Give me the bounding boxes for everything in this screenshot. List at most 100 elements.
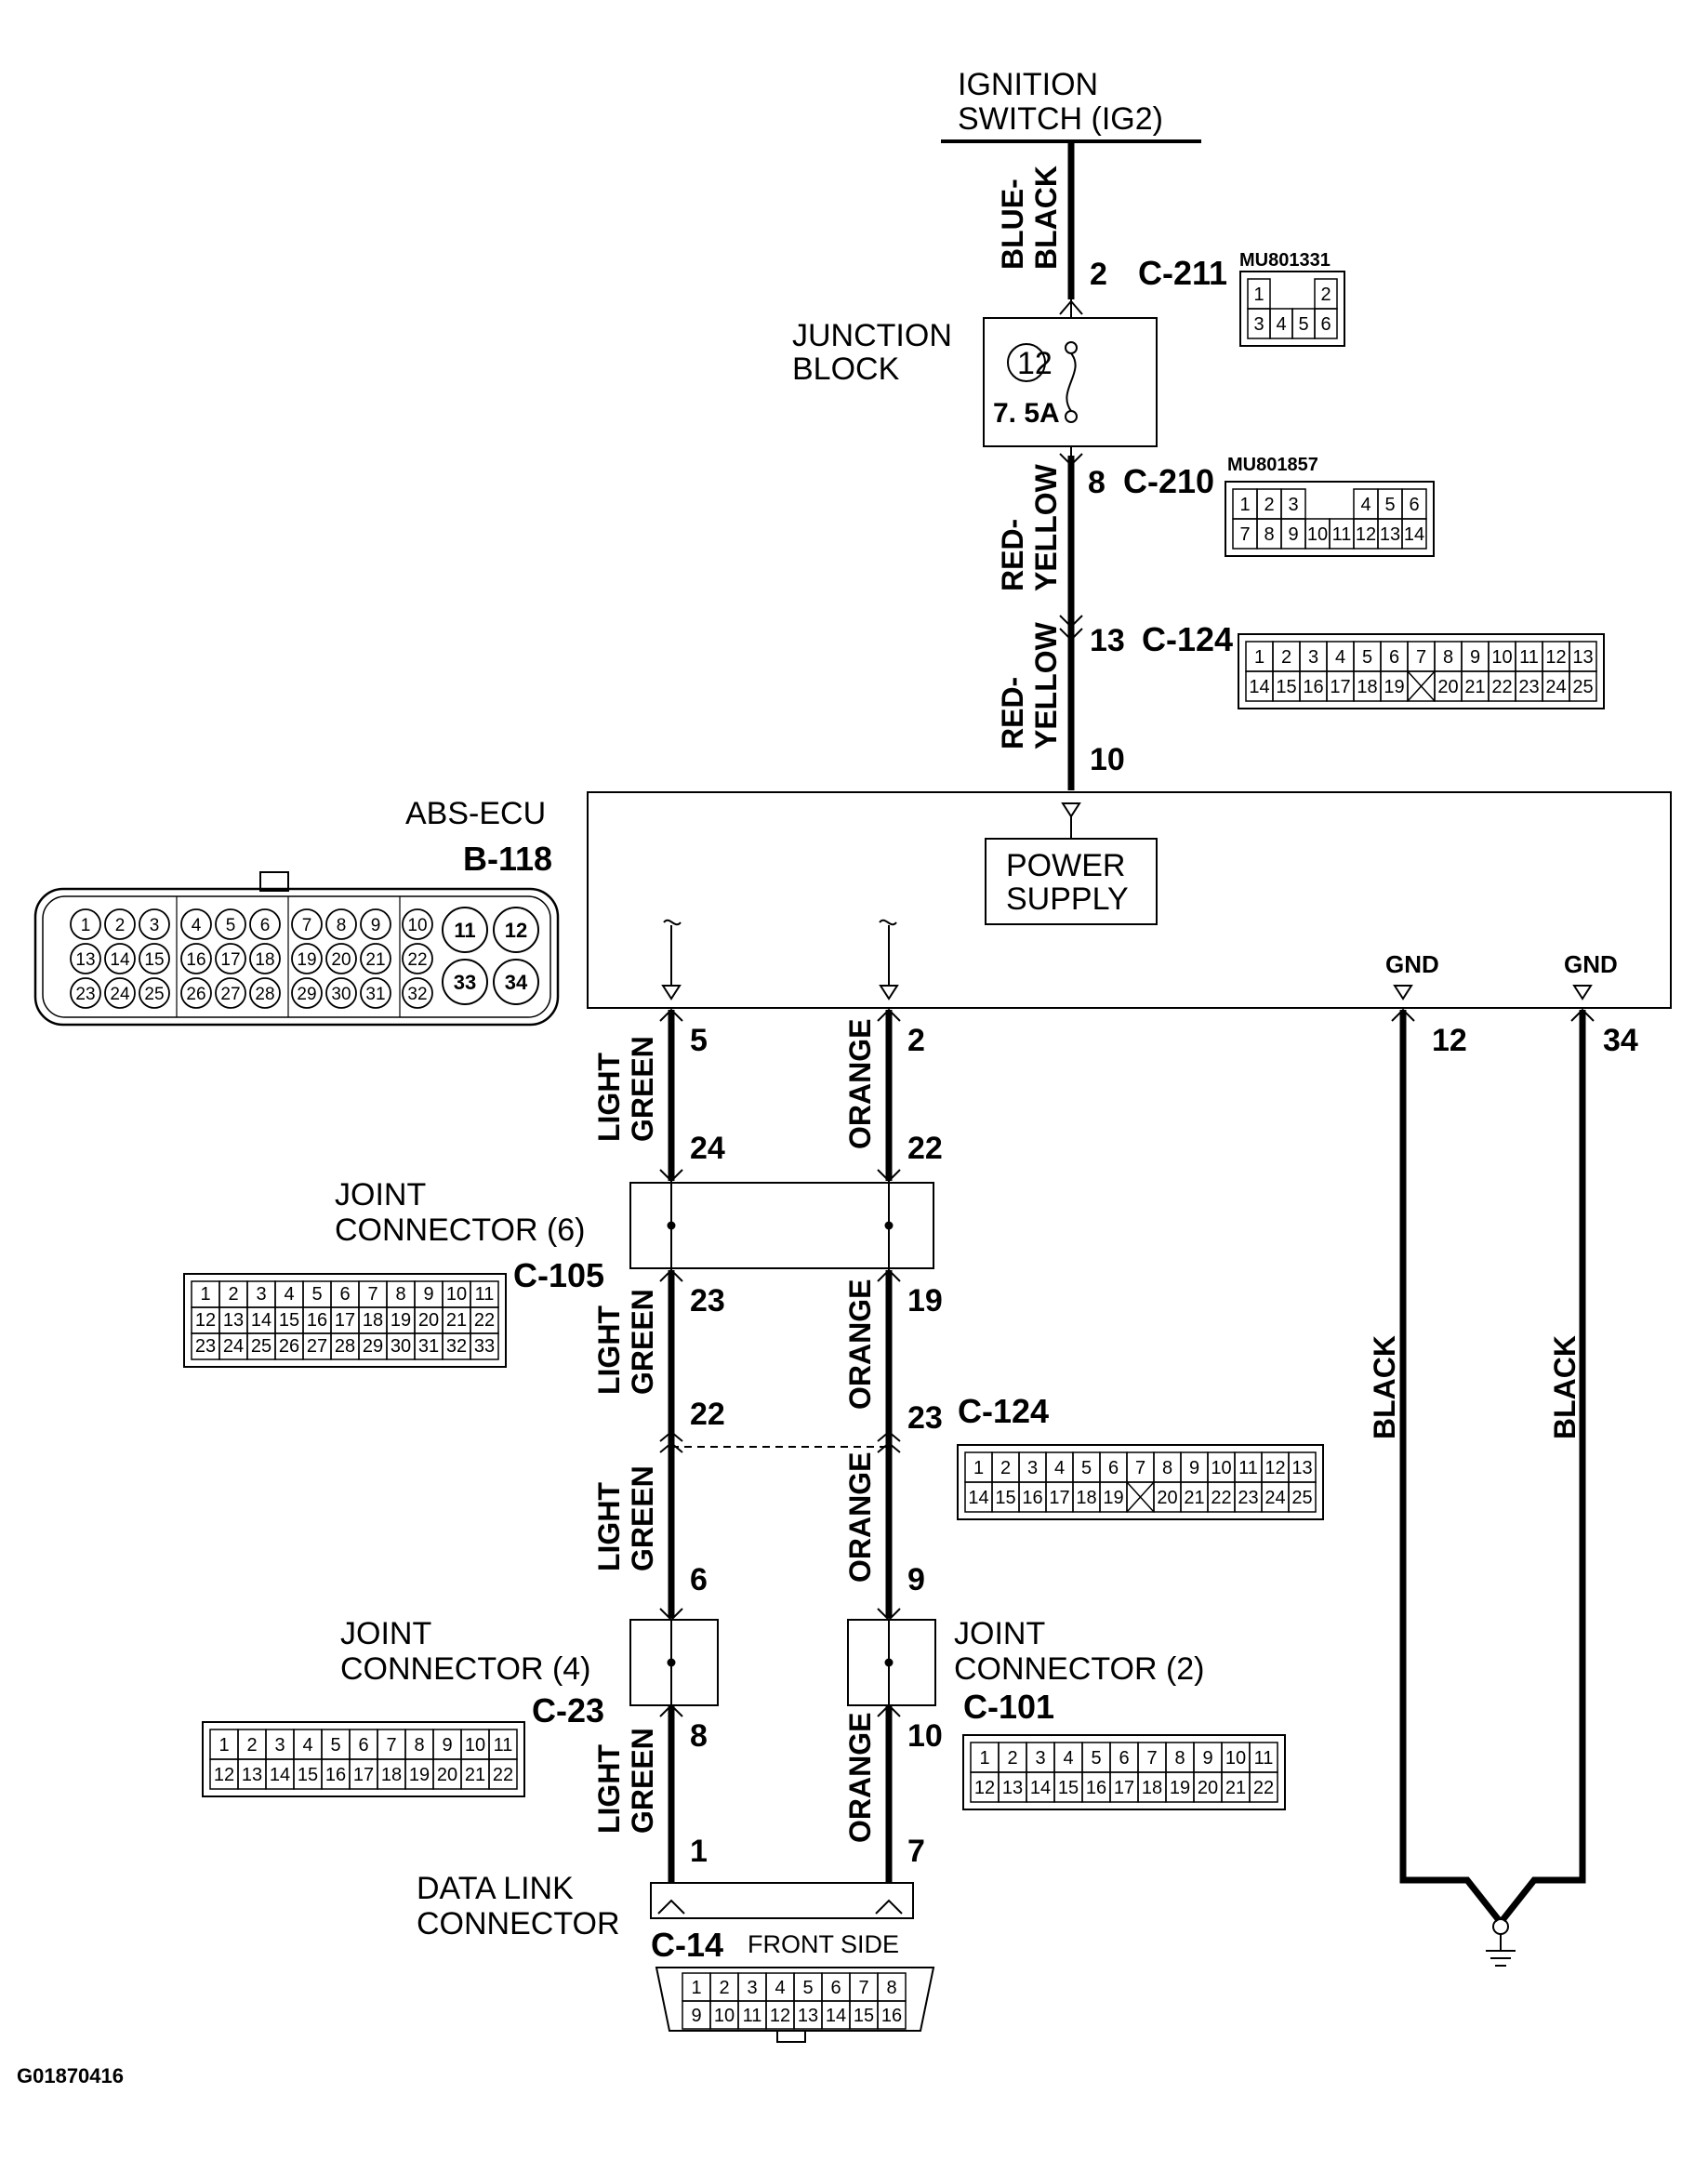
wire-label-red-yellow-1: RED- YELLOW bbox=[996, 463, 1063, 591]
connector-blank-cell bbox=[1126, 1481, 1155, 1513]
connector-pin-number: 10 bbox=[1307, 524, 1328, 545]
abs-ecu-box bbox=[587, 791, 1672, 1009]
b118-pin-number: 17 bbox=[220, 950, 240, 970]
b118-pin bbox=[402, 943, 433, 974]
connector-pin-number: 6 bbox=[1389, 647, 1399, 668]
pin-or-7: 7 bbox=[907, 1834, 925, 1869]
wire-label-orange-4: ORANGE bbox=[843, 1713, 877, 1843]
connector-pin-number: 4 bbox=[1276, 314, 1286, 335]
connector-pin-number: 20 bbox=[1157, 1488, 1177, 1508]
connector-pin-number: 12 bbox=[214, 1765, 234, 1785]
fuse-terminal bbox=[1065, 410, 1078, 423]
power-supply-label-1: POWER bbox=[1006, 848, 1125, 883]
connector-pin-number: 16 bbox=[1086, 1778, 1106, 1798]
connector-pin-number: 12 bbox=[195, 1310, 216, 1331]
b118-pin bbox=[249, 908, 281, 940]
connector-pin-number: 19 bbox=[1384, 677, 1404, 697]
b118-pin bbox=[139, 977, 170, 1009]
connector-pin-number: 10 bbox=[1211, 1458, 1231, 1478]
connector-cell bbox=[1249, 1771, 1278, 1803]
connector-pin-number: 11 bbox=[1238, 1458, 1258, 1478]
data-link-connector-box bbox=[650, 1882, 914, 1919]
b118-pin bbox=[360, 943, 391, 974]
connector-cell bbox=[1401, 518, 1427, 550]
joint-connector-4-label-1: JOINT bbox=[340, 1616, 431, 1651]
b118-pin-number: 13 bbox=[75, 950, 95, 970]
connector-pin-number: 2 bbox=[719, 1978, 729, 1998]
joint-connector-6-label-1: JOINT bbox=[335, 1177, 426, 1213]
connector-pin-number: 8 bbox=[1162, 1458, 1172, 1478]
pin-or-2: 2 bbox=[907, 1023, 925, 1058]
connector-pin-number: 7 bbox=[1416, 647, 1426, 668]
connector-pin-number: 5 bbox=[1384, 495, 1395, 515]
wire-black-gnd2 bbox=[1500, 1010, 1586, 1923]
connector-pin-number: 22 bbox=[474, 1310, 495, 1331]
connector-pin-number: 23 bbox=[1238, 1488, 1258, 1508]
connector-pin-number: 14 bbox=[1030, 1778, 1051, 1798]
connector-pin-number: 18 bbox=[1357, 677, 1377, 697]
connector-pin-number: 5 bbox=[802, 1978, 813, 1998]
connector-pin-number: 2 bbox=[1007, 1748, 1017, 1769]
connector-pin-number: 11 bbox=[494, 1735, 513, 1756]
connector-pin-number: 19 bbox=[1103, 1488, 1123, 1508]
wire-label-orange-1: ORANGE bbox=[843, 1019, 877, 1149]
b118-pin-number: 34 bbox=[505, 971, 528, 994]
connector-pin-number: 12 bbox=[1264, 1458, 1285, 1478]
joint-connector-2-label-2: CONNECTOR (2) bbox=[954, 1651, 1205, 1687]
pin-c124-in: 13 bbox=[1090, 623, 1125, 658]
connector-pin-number: 18 bbox=[363, 1310, 383, 1331]
connector-pin-number: 5 bbox=[1362, 647, 1372, 668]
connector-pin-number: 3 bbox=[747, 1978, 757, 1998]
b118-pin-number: 27 bbox=[220, 985, 240, 1004]
connector-pin-number: 10 bbox=[465, 1735, 485, 1756]
ground-point bbox=[1492, 1918, 1509, 1935]
connector-pin-number: 25 bbox=[251, 1336, 271, 1357]
svg-text:GREEN: GREEN bbox=[626, 1728, 659, 1834]
b118-pin-number: 25 bbox=[144, 985, 164, 1004]
connector-pin-number: 20 bbox=[1198, 1778, 1218, 1798]
b118-pin bbox=[215, 977, 246, 1009]
connector-pin-number: 6 bbox=[1108, 1458, 1119, 1478]
b118-pin-number: 18 bbox=[255, 950, 274, 970]
connector-pin-number: 14 bbox=[968, 1488, 988, 1508]
pin-c210: 8 bbox=[1088, 465, 1106, 500]
connector-pin-number: 1 bbox=[973, 1458, 984, 1478]
connector-mark-c124 bbox=[1059, 615, 1083, 642]
pin-or-23: 23 bbox=[907, 1400, 943, 1436]
connector-pin-number: 13 bbox=[223, 1310, 244, 1331]
b118-pin-number: 10 bbox=[407, 916, 427, 935]
b118-pin-number: 7 bbox=[302, 916, 312, 935]
connector-pin-number: 24 bbox=[1545, 677, 1566, 697]
junction-block-label-1: JUNCTION bbox=[792, 318, 952, 353]
connector-pin-number: 23 bbox=[195, 1336, 216, 1357]
b118-large-pin bbox=[442, 959, 488, 1005]
wire-label-blue-black: BLUE- BLACK bbox=[996, 166, 1063, 270]
pin-or-19: 19 bbox=[907, 1283, 943, 1319]
connector-pin-number: 9 bbox=[1202, 1748, 1212, 1769]
connector-pin-number: 4 bbox=[1054, 1458, 1065, 1478]
pin-or-22: 22 bbox=[907, 1131, 943, 1166]
connector-pin-number: 6 bbox=[358, 1735, 368, 1756]
connector-pin-number: 7 bbox=[1239, 524, 1250, 545]
connector-pin-number: 15 bbox=[298, 1765, 318, 1785]
connector-pin-number: 16 bbox=[307, 1310, 327, 1331]
connector-pin-number: 24 bbox=[1264, 1488, 1285, 1508]
pin-lg-8: 8 bbox=[690, 1718, 708, 1754]
b118-pin-number: 22 bbox=[407, 950, 427, 970]
connector-cell bbox=[488, 1758, 518, 1790]
svg-text:BLACK: BLACK bbox=[1029, 166, 1063, 270]
connector-cell bbox=[877, 2000, 907, 2030]
connector-pin-number: 9 bbox=[1189, 1458, 1199, 1478]
b118-pin bbox=[249, 977, 281, 1009]
wire-label-light-green-3: LIGHT GREEN bbox=[592, 1465, 659, 1571]
joint-connector-2-label-1: JOINT bbox=[954, 1616, 1045, 1651]
connector-pin-number: 6 bbox=[1409, 495, 1419, 515]
connector-id-c124-mid: C-124 bbox=[958, 1392, 1049, 1430]
wire-label-black-1: BLACK bbox=[1368, 1335, 1401, 1439]
connector-pin-number: 9 bbox=[442, 1735, 452, 1756]
b118-pin-number: 1 bbox=[81, 916, 91, 935]
